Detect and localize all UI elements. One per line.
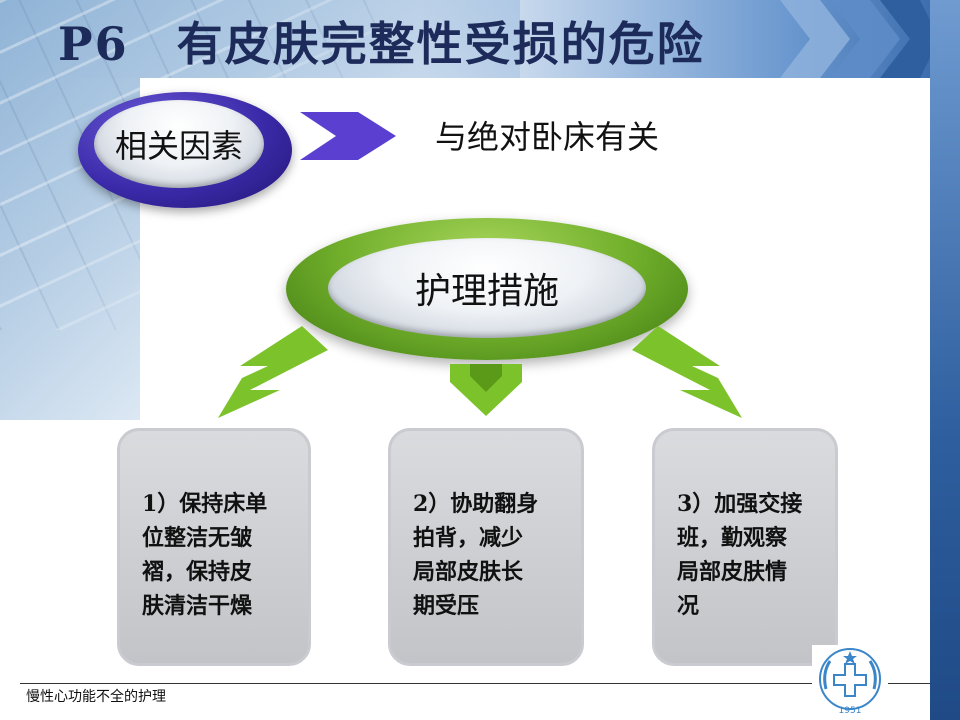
title-band [0,0,930,78]
green-arrows-icon [218,326,742,418]
footer-caption: 慢性心功能不全的护理 [26,689,166,705]
measure-card-2-line-2: 拍背，减少 [413,525,524,551]
hospital-emblem-icon: 1951 [812,645,888,717]
measure-card-3-line-2: 班，勤观察 [677,525,788,551]
measures-badge-label: 护理措施 [328,238,646,338]
measure-card-1-line-4: 肤清洁干燥 [142,593,253,619]
measure-card-3-line-1: 3）加强交接 [677,491,803,517]
measure-card-2-line-3: 局部皮肤长 [413,559,524,585]
measure-card-3-line-4: 况 [677,593,700,619]
right-edge-bar [930,0,960,720]
measure-card-1: 1）保持床单 位整洁无皱 褶，保持皮 肤清洁干燥 [117,428,311,666]
measure-card-3-line-3: 局部皮肤情 [677,559,788,585]
measure-card-2: 2）协助翻身 拍背，减少 局部皮肤长 期受压 [388,428,584,666]
measure-card-1-line-3: 褶，保持皮 [142,559,253,585]
factor-badge-label: 相关因素 [94,100,264,188]
chevron-decoration-icon [780,0,930,78]
measure-card-1-line-2: 位整洁无皱 [142,525,253,551]
factor-description: 与绝对卧床有关 [435,118,660,156]
measure-card-1-line-1: 1）保持床单 [142,491,268,517]
measure-card-3: 3）加强交接 班，勤观察 局部皮肤情 况 [652,428,838,666]
logo-year: 1951 [839,706,862,716]
footer-divider [20,683,930,684]
measure-card-2-line-1: 2）协助翻身 [413,491,539,517]
chevron-right-icon [300,112,396,160]
measure-card-2-line-4: 期受压 [413,593,480,619]
slide-title: P6 有皮肤完整性受损的危险 [58,17,705,71]
